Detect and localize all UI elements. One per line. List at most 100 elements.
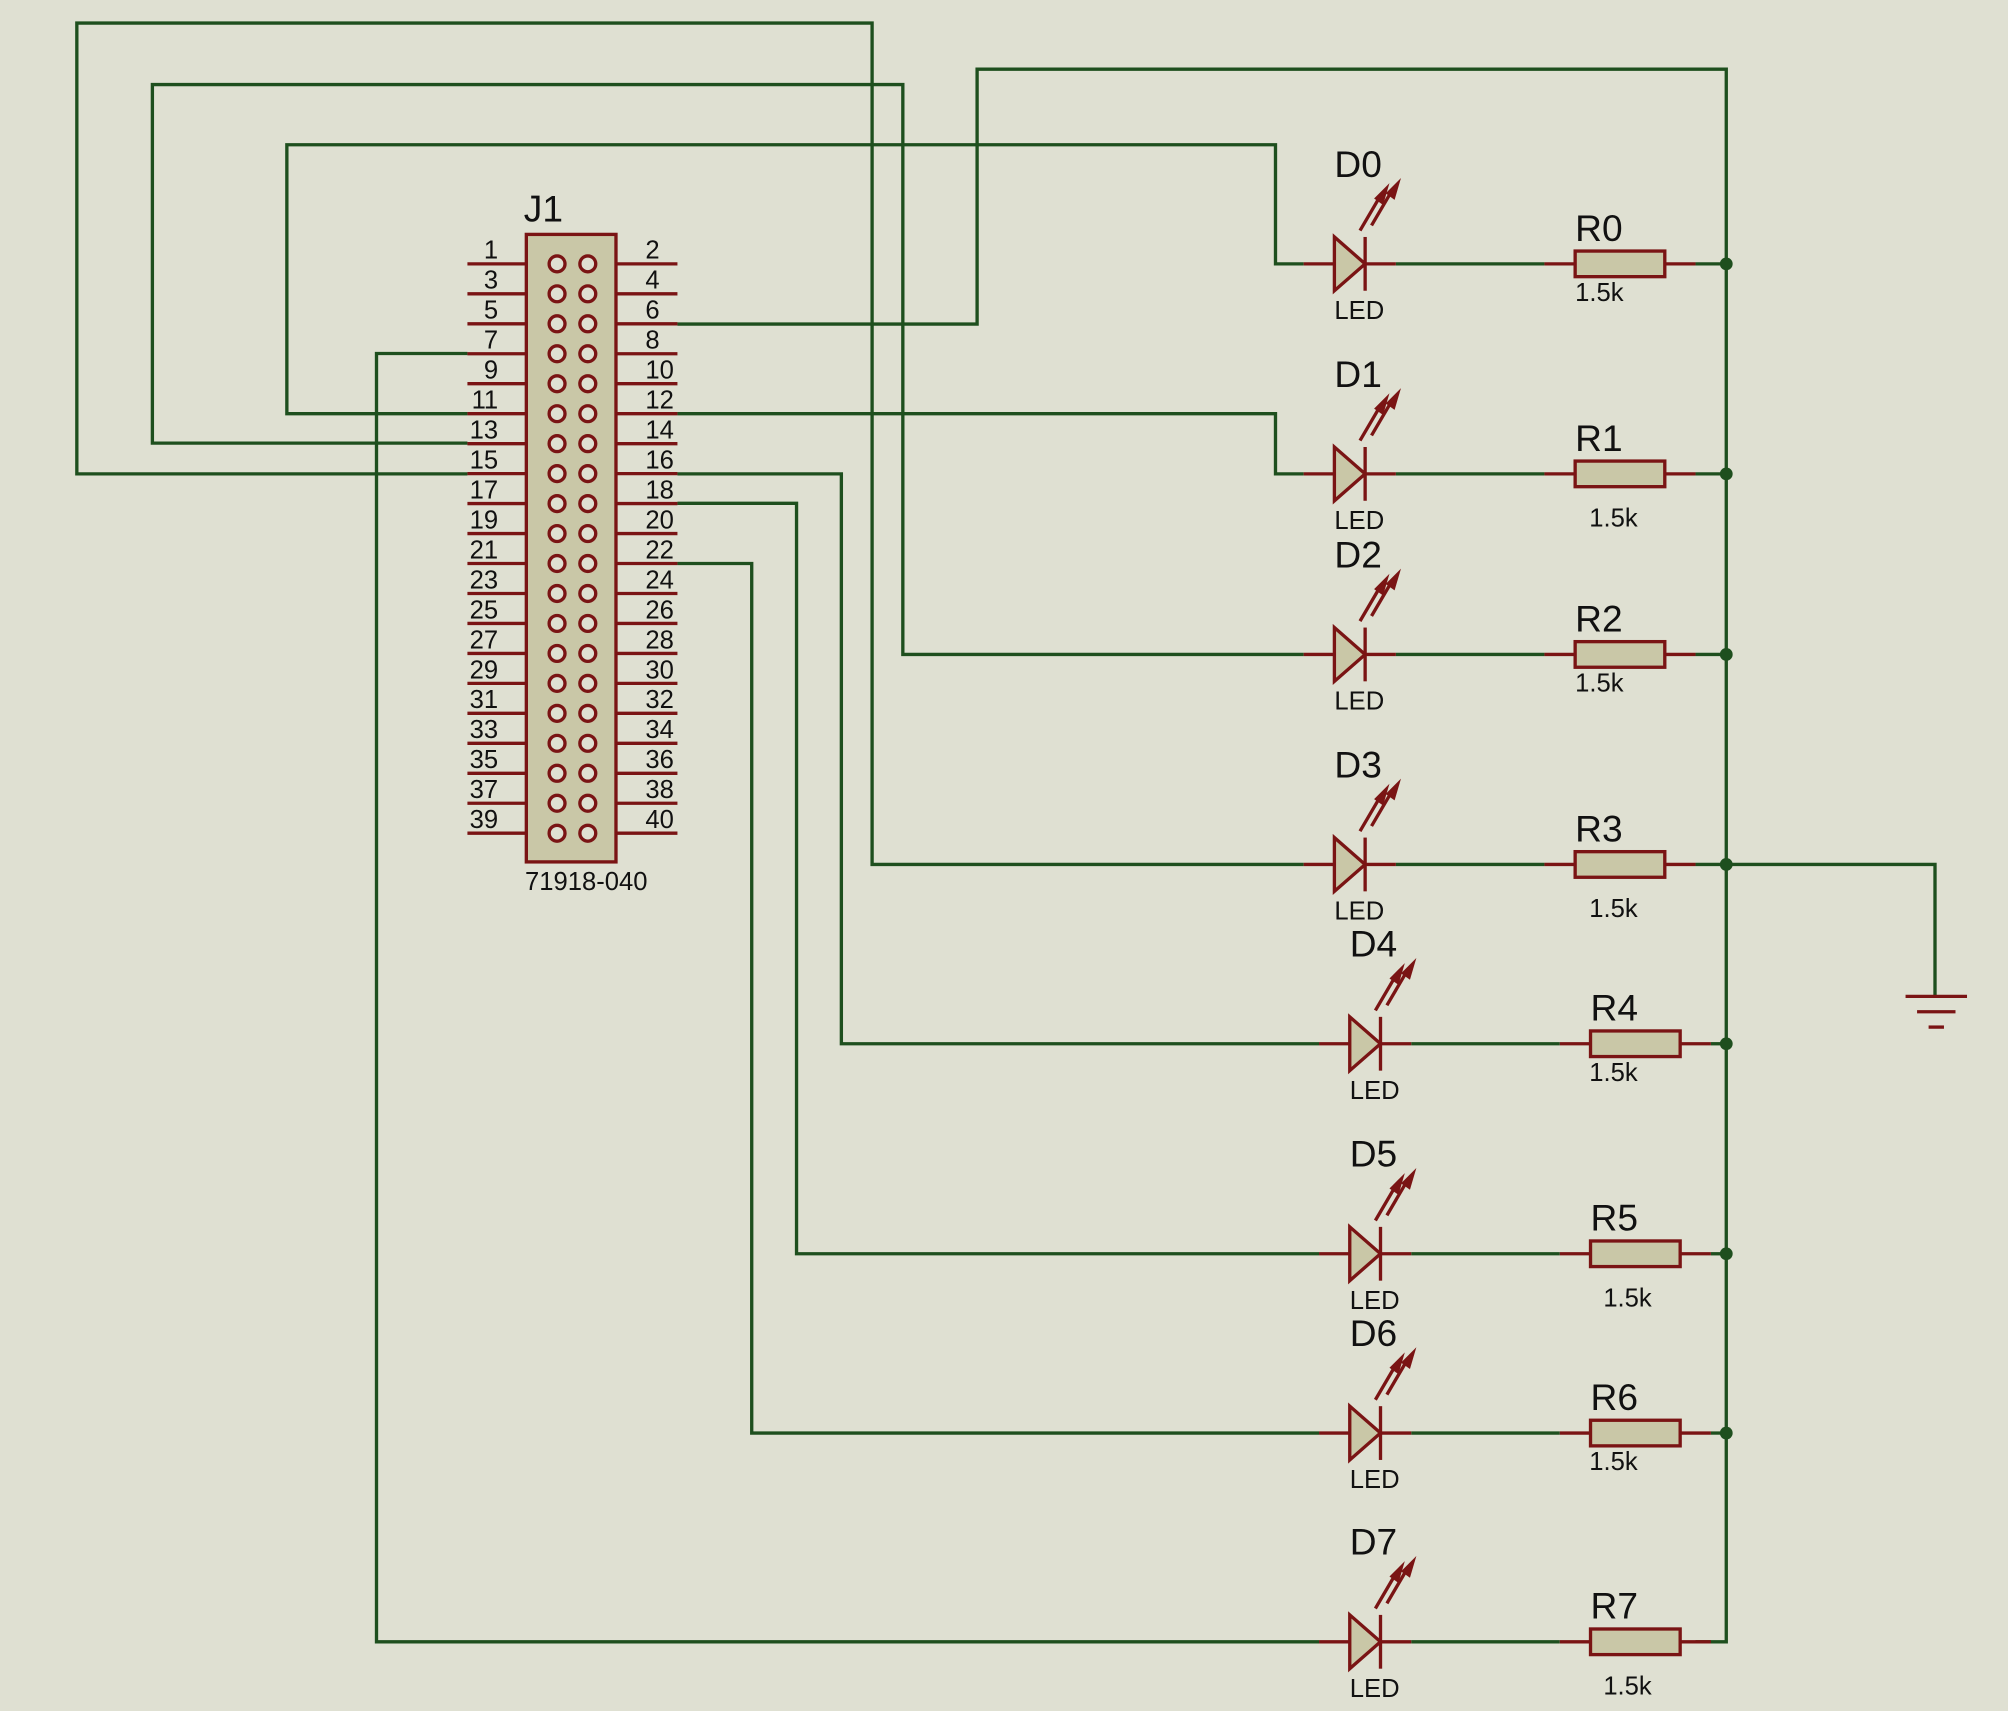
pin-hole [547,404,567,424]
resistor-r1: R11.5k [1544,417,1696,532]
led-ref: D7 [1350,1521,1397,1563]
pin-number: 1 [484,237,498,265]
led-value: LED [1350,1077,1400,1105]
pin-number: 31 [470,686,499,714]
pin-hole [578,553,598,574]
resistor-value: 1.5k [1589,1059,1638,1087]
diode-icon [1332,833,1368,896]
pin-hole [578,733,598,753]
pin-number: 28 [645,626,674,654]
pin-number: 8 [645,327,659,355]
diode-icon [1332,623,1368,686]
pin-number: 25 [470,596,499,624]
pin-hole [547,763,567,783]
resistor-icon [1588,1239,1682,1269]
pin-hole [578,434,598,454]
resistor-icon [1588,1418,1682,1448]
led-value: LED [1350,1466,1400,1494]
pin-number: 2 [645,237,659,265]
led-ref: D1 [1334,353,1381,395]
wire-pin22-d6 [677,561,1320,1435]
pin-hole [578,374,598,394]
pin-hole [547,523,567,544]
resistor-value: 1.5k [1589,1448,1638,1476]
pin-hole [547,493,567,514]
resistor-icon [1573,459,1667,489]
pin-number: 15 [470,446,499,474]
pin-hole [578,703,598,723]
resistor-ref: R5 [1591,1197,1638,1239]
pin-hole [578,583,598,604]
resistor-value: 1.5k [1575,279,1624,307]
pin-hole [547,434,567,454]
junctions [1719,257,1733,1440]
led-value: LED [1334,898,1384,926]
resistor-group: R01.5kR11.5kR21.5kR31.5kR41.5kR51.5kR61.… [1544,207,1711,1700]
pin-hole [578,493,598,514]
resistor-ref: R7 [1591,1585,1638,1627]
resistor-ref: R6 [1591,1376,1638,1418]
pin-number: 34 [645,716,674,744]
pin-hole [578,523,598,544]
pin-hole [578,673,598,693]
pin-hole [578,404,598,424]
connector-pin-stubs [467,262,678,835]
connector-j1: 1357911131517192123252729313335373924681… [467,188,678,896]
led-value: LED [1334,507,1384,535]
pin-number: 17 [470,476,499,504]
wire-pin15-d3 [75,21,1304,867]
wire-pin7-d7 [374,351,1320,1644]
pin-hole [578,823,598,843]
pin-hole [547,733,567,753]
pin-number: 14 [645,417,674,445]
resistor-icon [1588,1627,1682,1657]
led-value: LED [1334,297,1384,325]
junction-dot [1719,648,1733,661]
junction-dot [1719,1037,1733,1051]
resistor-ref: R3 [1575,807,1622,849]
pin-number: 33 [470,716,499,744]
pin-hole [547,583,567,604]
pin-number: 4 [645,267,659,295]
led-value: LED [1350,1287,1400,1315]
ground-icon [1905,994,1968,1029]
pin-hole [578,284,598,304]
resistor-value: 1.5k [1589,895,1638,923]
pin-number: 3 [484,267,498,295]
pin-number: 32 [645,686,674,714]
pin-hole [547,703,567,723]
diode-icon [1332,233,1368,295]
wire-pin13-d2 [150,82,1304,657]
diode-icon [1348,1013,1384,1075]
led-ref: D2 [1334,533,1381,575]
diode-icon [1348,1402,1384,1464]
resistor-icon [1573,639,1667,669]
led-value: LED [1334,688,1384,716]
pin-number: 40 [645,806,674,834]
pin-number: 23 [470,566,499,594]
pin-hole [547,254,567,274]
pin-hole [578,254,598,274]
pin-number: 29 [470,656,499,684]
resistor-r2: R21.5k [1544,597,1696,698]
pin-number: 35 [470,746,499,774]
pin-number: 24 [645,566,674,594]
wire-pin6-rail [677,67,1728,1644]
wire-bus-ground [1726,862,1937,997]
wire-pin12-d1 [677,412,1304,476]
pin-hole [547,823,567,843]
pin-hole [578,314,598,334]
led-ref: D5 [1350,1133,1397,1175]
pin-hole [578,643,598,664]
resistor-r6: R6 1.5k [1559,1376,1711,1476]
pin-number: 13 [470,417,499,445]
connector-value: 71918-040 [525,868,647,896]
resistor-ref: R0 [1575,207,1622,249]
pin-number: 21 [470,536,499,564]
wire-pin11-d0 [285,143,1304,416]
